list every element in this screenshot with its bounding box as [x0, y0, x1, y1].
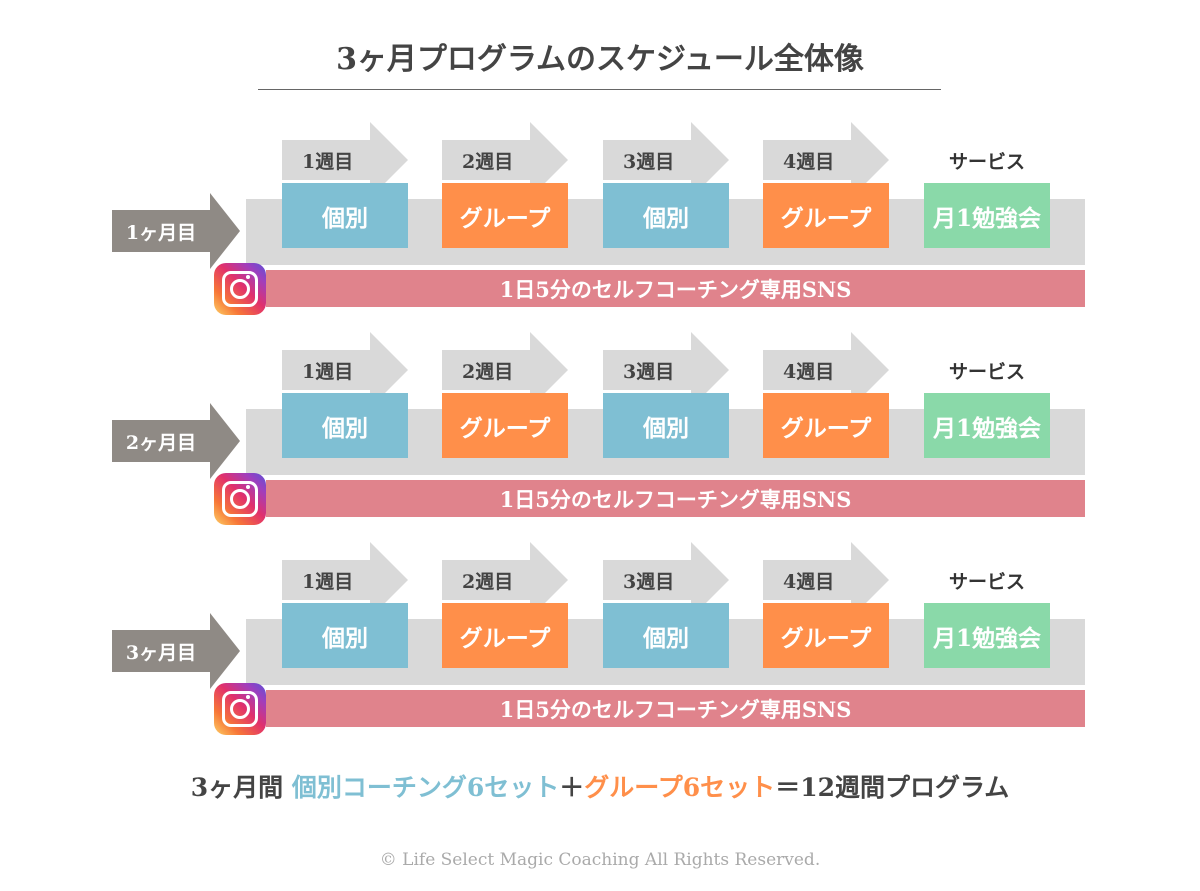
copyright: © Life Select Magic Coaching All Rights … — [379, 850, 821, 870]
session-box-group: グループ — [442, 183, 568, 248]
month-arrow-head — [210, 403, 240, 479]
week-arrow — [442, 560, 530, 600]
title-underline — [258, 89, 941, 90]
week-arrow — [282, 560, 370, 600]
week-label: 1週目 — [302, 361, 354, 383]
session-box-group: グループ — [763, 603, 889, 668]
week-label: 1週目 — [302, 571, 354, 593]
week-label: 2週目 — [462, 361, 514, 383]
week-arrow — [603, 140, 691, 180]
service-box: 月1勉強会 — [924, 183, 1050, 248]
week-label: 2週目 — [462, 571, 514, 593]
week-label: 1週目 — [302, 151, 354, 173]
week-arrow — [603, 350, 691, 390]
session-box-group: グループ — [442, 603, 568, 668]
instagram-icon — [214, 473, 266, 525]
session-box-individual: 個別 — [603, 603, 729, 668]
instagram-icon — [214, 263, 266, 315]
session-box-individual: 個別 — [282, 183, 408, 248]
instagram-icon-lens — [230, 279, 250, 299]
instagram-icon-lens — [230, 489, 250, 509]
week-label: 4週目 — [783, 361, 835, 383]
week-label: 3週目 — [623, 361, 675, 383]
summary-plus: ＋ — [559, 773, 585, 802]
program-summary: 3ヶ月間 個別コーチング6セット＋グループ6セット＝12週間プログラム — [0, 768, 1200, 804]
instagram-icon — [214, 683, 266, 735]
month-arrow-head — [210, 613, 240, 689]
week-arrow — [282, 350, 370, 390]
session-box-group: グループ — [763, 393, 889, 458]
month-arrow-head — [210, 193, 240, 269]
instagram-icon-dot — [246, 485, 250, 489]
summary-individual: 個別コーチング6セット — [291, 773, 560, 802]
page-title: 3ヶ月プログラムのスケジュール全体像 — [336, 42, 864, 77]
instagram-icon-ring — [222, 691, 258, 727]
week-arrow — [282, 140, 370, 180]
instagram-icon-ring — [222, 271, 258, 307]
instagram-icon-ring — [222, 481, 258, 517]
session-box-group: グループ — [763, 183, 889, 248]
sns-bar: 1日5分のセルフコーチング専用SNS — [266, 270, 1085, 307]
week-arrow — [442, 350, 530, 390]
week-arrow — [763, 140, 851, 180]
instagram-icon-lens — [230, 699, 250, 719]
service-label: サービス — [948, 361, 1025, 383]
session-box-individual: 個別 — [603, 393, 729, 458]
week-arrow — [442, 140, 530, 180]
week-label: 3週目 — [623, 151, 675, 173]
week-label: 4週目 — [783, 151, 835, 173]
sns-bar: 1日5分のセルフコーチング専用SNS — [266, 690, 1085, 727]
session-box-individual: 個別 — [603, 183, 729, 248]
session-box-individual: 個別 — [282, 393, 408, 458]
month-label: 3ヶ月目 — [112, 630, 210, 672]
instagram-icon-dot — [246, 275, 250, 279]
month-label: 2ヶ月目 — [112, 420, 210, 462]
week-arrow — [603, 560, 691, 600]
summary-total: ＝12週間プログラム — [775, 773, 1010, 802]
week-label: 2週目 — [462, 151, 514, 173]
summary-group: グループ6セット — [584, 773, 776, 802]
month-label: 1ヶ月目 — [112, 210, 210, 252]
service-box: 月1勉強会 — [924, 393, 1050, 458]
week-arrow — [763, 560, 851, 600]
week-arrow — [763, 350, 851, 390]
service-label: サービス — [948, 151, 1025, 173]
week-label: 4週目 — [783, 571, 835, 593]
sns-bar: 1日5分のセルフコーチング専用SNS — [266, 480, 1085, 517]
session-box-group: グループ — [442, 393, 568, 458]
instagram-icon-dot — [246, 695, 250, 699]
service-label: サービス — [948, 571, 1025, 593]
session-box-individual: 個別 — [282, 603, 408, 668]
week-label: 3週目 — [623, 571, 675, 593]
service-box: 月1勉強会 — [924, 603, 1050, 668]
summary-period: 3ヶ月間 — [190, 773, 292, 802]
